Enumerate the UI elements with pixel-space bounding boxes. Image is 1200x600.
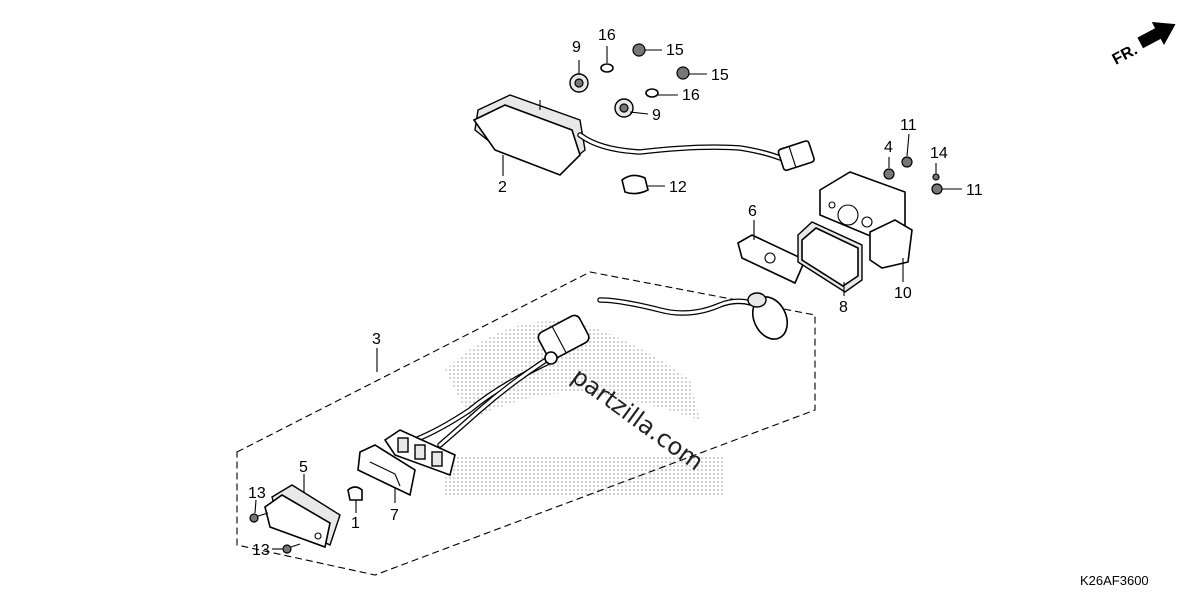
part-9-grommets (569, 73, 634, 118)
callout-16-top: 16 (598, 27, 616, 44)
callout-16-right: 16 (682, 87, 700, 104)
part-14-screw (932, 173, 940, 181)
callout-6: 6 (748, 203, 757, 220)
assembly-3-boundary (236, 271, 816, 576)
part-16-washers (600, 63, 659, 98)
part-7-holder (357, 429, 456, 497)
part-4-collar (883, 168, 895, 180)
part-15-nuts (632, 43, 690, 80)
part-10-housing (819, 171, 913, 269)
part-5-license-light (264, 484, 341, 549)
callout-9-top: 9 (572, 39, 581, 56)
callout-2: 2 (498, 179, 507, 196)
callout-15-top: 15 (666, 42, 684, 59)
watermark-logo (445, 321, 725, 495)
callout-10: 10 (894, 285, 912, 302)
part-8-lens (797, 221, 863, 293)
callouts: 9 16 15 15 16 9 2 12 11 4 14 11 6 8 10 3… (248, 27, 983, 559)
front-direction-indicator: FR. (1110, 22, 1176, 69)
part-6-gasket (737, 234, 807, 285)
callout-9-mid: 9 (652, 107, 661, 124)
wiring-harness (412, 292, 789, 448)
part-11-nuts (901, 156, 943, 195)
leader-lines (254, 46, 962, 550)
part-12-clip (621, 174, 649, 195)
part-13-screws (249, 512, 301, 554)
callout-11-top: 11 (900, 117, 917, 134)
callout-5: 5 (299, 459, 308, 476)
front-arrow-icon (1137, 22, 1176, 49)
callout-15-right: 15 (711, 67, 729, 84)
callout-7: 7 (390, 507, 399, 524)
callout-11-right: 11 (966, 182, 983, 199)
part-2-taillight (472, 94, 815, 176)
callout-3: 3 (372, 331, 381, 348)
front-label: FR. (1110, 41, 1141, 68)
diagram-code: K26AF3600 (1080, 573, 1149, 588)
part-1-bulb (347, 486, 363, 501)
callout-14: 14 (930, 145, 948, 162)
callout-8: 8 (839, 299, 848, 316)
callout-12: 12 (669, 179, 687, 196)
callout-13-bottom: 13 (252, 542, 270, 559)
callout-1: 1 (351, 515, 360, 532)
callout-4: 4 (884, 139, 893, 156)
callout-13-top: 13 (248, 485, 266, 502)
